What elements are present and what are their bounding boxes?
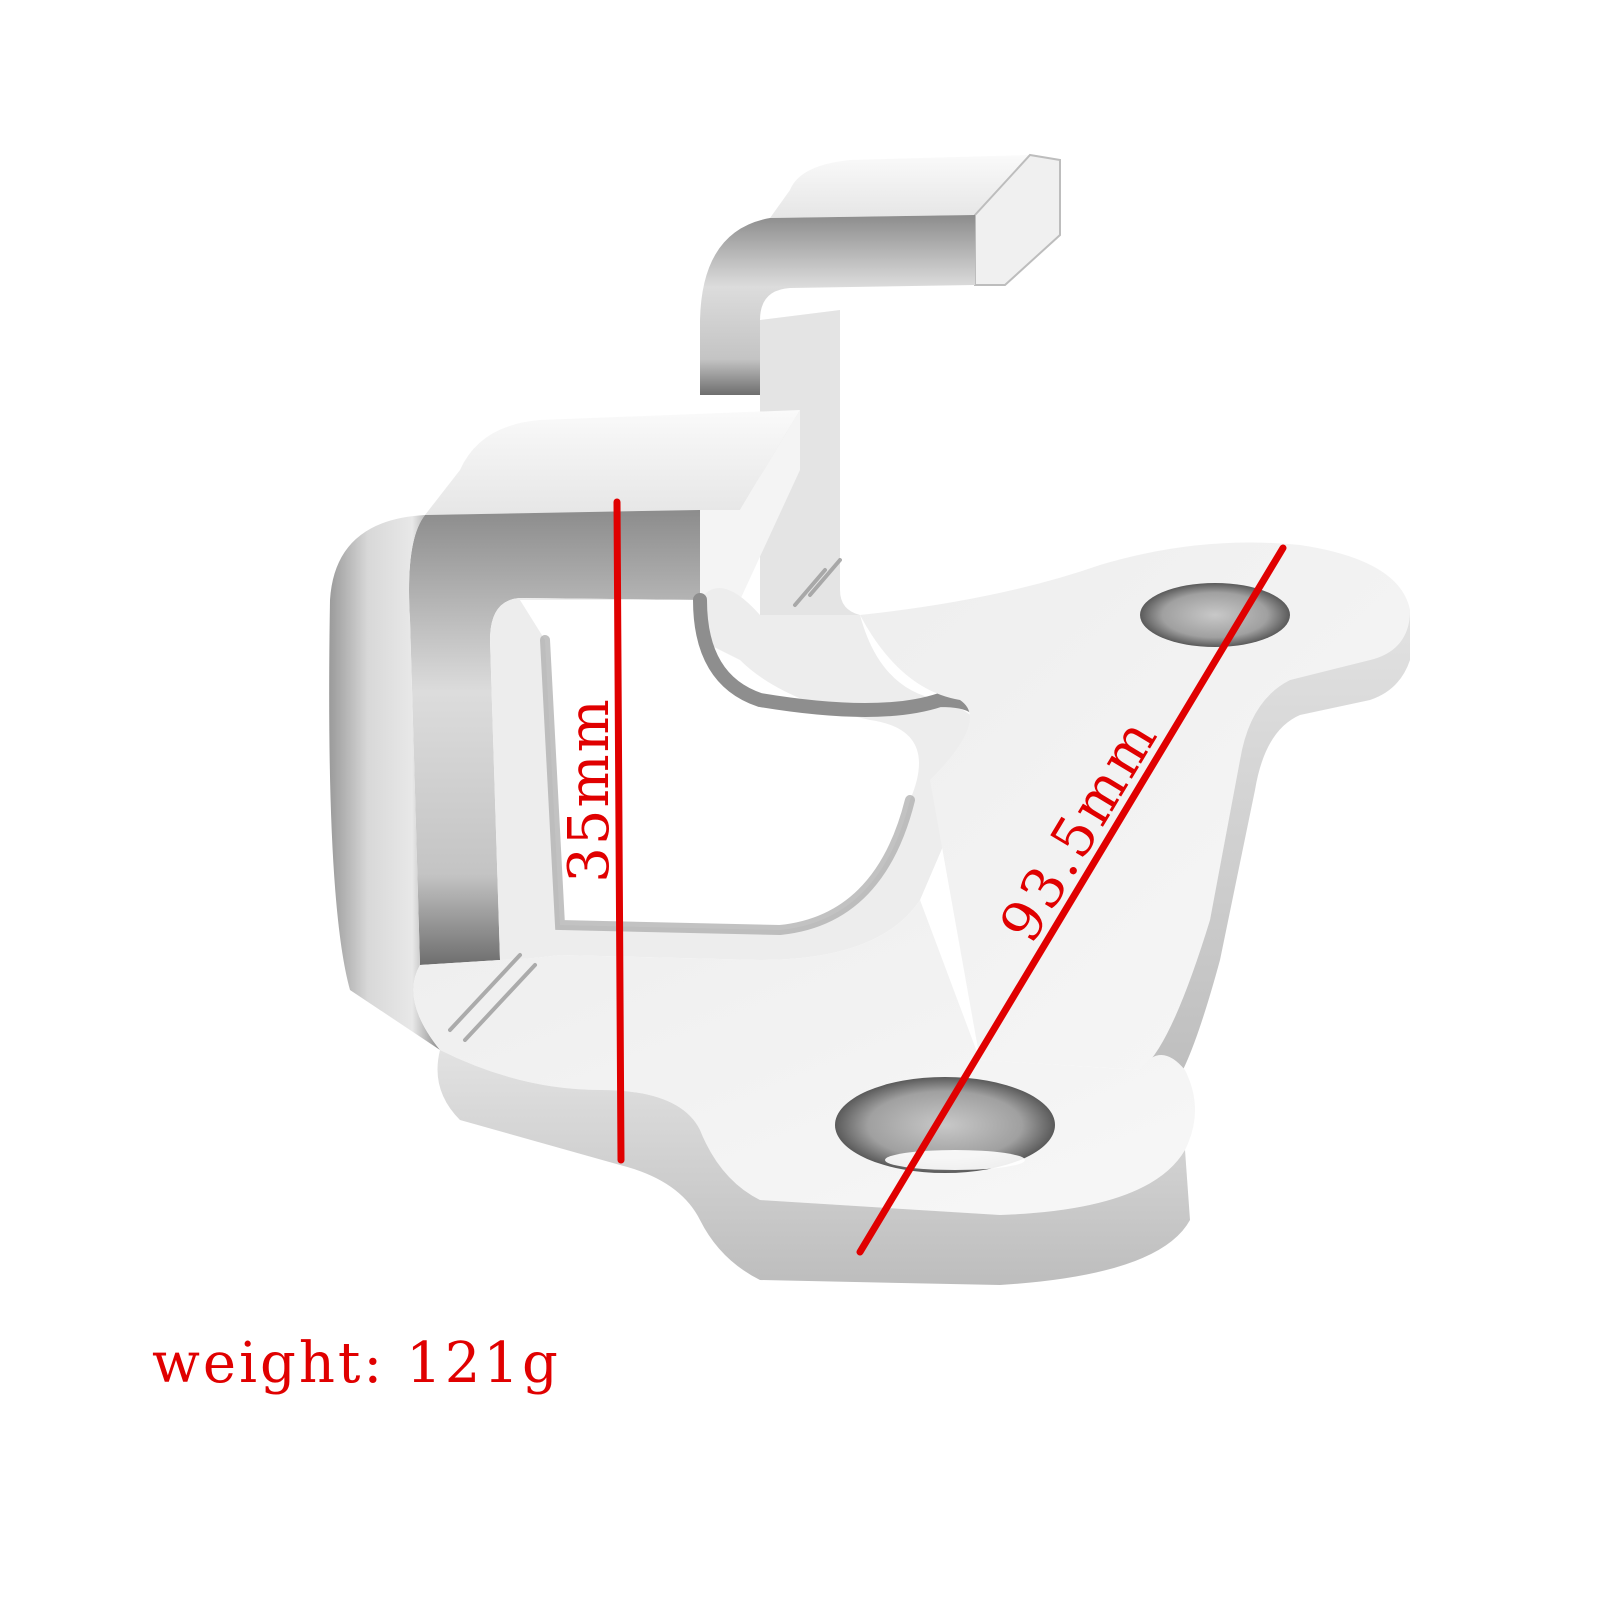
weight-label: weight: 121g: [152, 1331, 561, 1396]
right-arm: [860, 542, 1410, 1090]
height-dimension-line: [613, 498, 625, 1164]
upper-hook: [700, 153, 1061, 615]
weld-marks: [448, 558, 842, 1042]
lower-mount-hole: [835, 1077, 1055, 1173]
left-loop: [329, 410, 800, 1050]
height-dimension-label: 35mm: [557, 697, 622, 883]
length-dimension-line: [856, 544, 1287, 1256]
base-plate: [413, 900, 1195, 1285]
upper-mount-hole: [1140, 583, 1290, 647]
